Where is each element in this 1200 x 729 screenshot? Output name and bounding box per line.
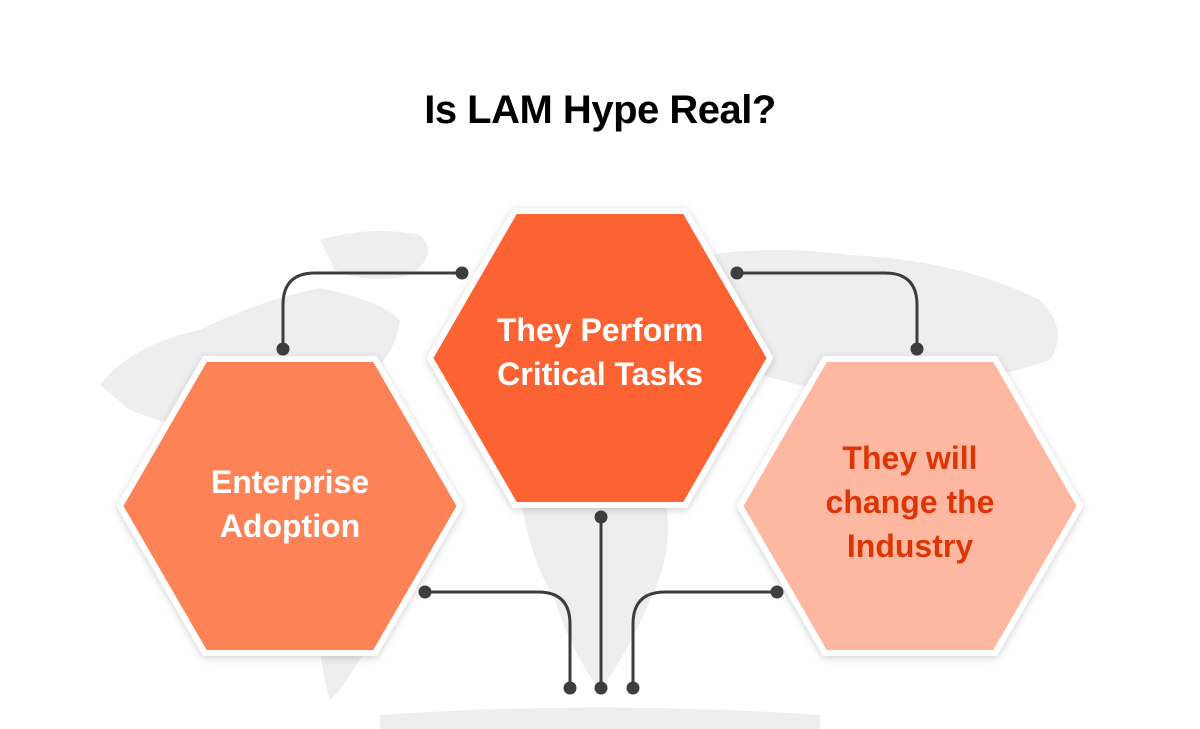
label-line: Industry bbox=[846, 528, 974, 564]
page-title: Is LAM Hype Real? bbox=[424, 88, 776, 132]
connector-dot bbox=[730, 266, 744, 280]
label-line: They will bbox=[842, 440, 978, 476]
connector-center-to-right bbox=[735, 271, 919, 351]
map-greenland bbox=[320, 231, 428, 279]
label-line: Adoption bbox=[219, 508, 361, 544]
connector-dot bbox=[594, 681, 608, 695]
connector-dot bbox=[455, 266, 469, 280]
label-change-industry: They will change the Industry bbox=[750, 436, 1070, 568]
label-line: They Perform bbox=[496, 312, 704, 348]
connector-dot bbox=[910, 342, 924, 356]
connector-left-to-center bbox=[281, 271, 464, 351]
map-antarctica bbox=[380, 707, 820, 729]
connector-dot bbox=[418, 585, 432, 599]
connector-dot bbox=[626, 681, 640, 695]
map-africa bbox=[520, 464, 668, 690]
label-critical-tasks: They Perform Critical Tasks bbox=[440, 308, 760, 396]
hexagon-critical-tasks bbox=[427, 208, 773, 508]
label-line: change the bbox=[825, 484, 995, 520]
connector-dot bbox=[276, 342, 290, 356]
hexagon-change-industry bbox=[737, 356, 1083, 656]
label-line: Critical Tasks bbox=[497, 356, 703, 392]
label-line: Enterprise bbox=[210, 464, 370, 500]
connector-dot bbox=[594, 510, 608, 524]
hexagon-enterprise-adoption bbox=[117, 356, 463, 656]
connector-left-bottom bbox=[423, 590, 572, 690]
connector-dot bbox=[770, 585, 784, 599]
connector-right-bottom bbox=[631, 590, 779, 690]
label-enterprise-adoption: Enterprise Adoption bbox=[130, 460, 450, 548]
connector-dots bbox=[276, 266, 924, 695]
connector-dot bbox=[563, 681, 577, 695]
connector-lines bbox=[281, 271, 919, 690]
